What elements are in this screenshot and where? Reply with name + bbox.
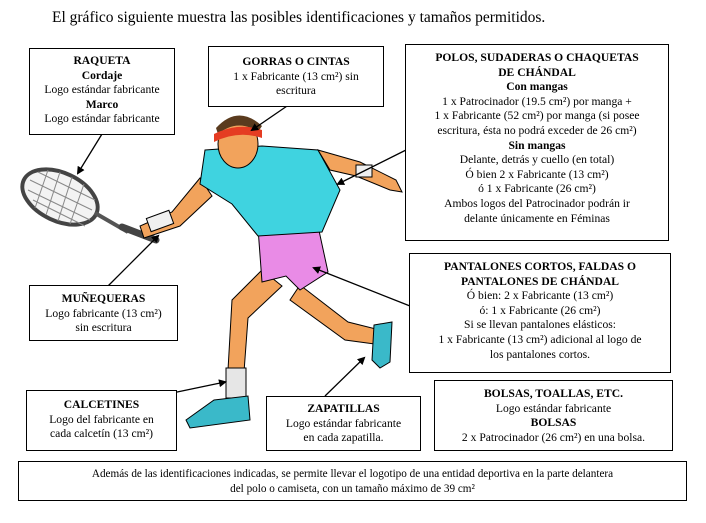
- racket-icon: [20, 167, 160, 244]
- gorras-line-1: 1 x Fabricante (13 cm²) sin: [233, 69, 359, 83]
- player-figure: [139, 115, 403, 429]
- polos-sub-con-mangas: Con mangas: [506, 80, 568, 94]
- munequeras-title: MUÑEQUERAS: [61, 292, 146, 305]
- zapatillas-line-2: en cada zapatilla.: [303, 431, 384, 445]
- bolsas-sub: BOLSAS: [530, 416, 577, 430]
- calcetines-line-1: Logo del fabricante en: [49, 412, 154, 426]
- polos-line-8: delante únicamente en Féminas: [464, 211, 610, 225]
- pantalones-line-1: Ó bien: 2 x Fabricante (13 cm²): [466, 289, 614, 303]
- munequeras-line-2: sin escritura: [75, 321, 132, 335]
- raqueta-line-2: Logo estándar fabricante: [44, 112, 160, 126]
- gorras-line-2: escritura: [276, 84, 316, 98]
- polos-sub-sin-mangas: Sin mangas: [508, 138, 566, 152]
- pantalones-title-2: PANTALONES DE CHÁNDAL: [460, 274, 620, 288]
- calcetines-title: CALCETINES: [63, 398, 140, 411]
- polos-line-6: ó 1 x Fabricante (26 cm²): [478, 182, 596, 196]
- calcetines-box: CALCETINES Logo del fabricante en cada c…: [26, 390, 177, 451]
- raqueta-sub-cordaje: Cordaje: [81, 68, 123, 82]
- raqueta-sub-marco: Marco: [85, 97, 119, 111]
- pantalones-line-2: ó: 1 x Fabricante (26 cm²): [479, 303, 601, 317]
- bolsas-box: BOLSAS, TOALLAS, ETC. Logo estándar fabr…: [434, 380, 673, 451]
- zapatillas-box: ZAPATILLAS Logo estándar fabricante en c…: [266, 396, 421, 451]
- polos-title-2: DE CHÁNDAL: [498, 65, 576, 79]
- footer-line-1: Además de las identificaciones indicadas…: [91, 468, 614, 480]
- polos-box: POLOS, SUDADERAS O CHAQUETAS DE CHÁNDAL …: [405, 44, 669, 241]
- bolsas-title: BOLSAS, TOALLAS, ETC.: [483, 387, 624, 400]
- polos-line-2: 1 x Fabricante (52 cm²) por manga (si po…: [434, 109, 640, 123]
- raqueta-box: RAQUETA Cordaje Logo estándar fabricante…: [29, 48, 175, 135]
- polos-title-1: POLOS, SUDADERAS O CHAQUETAS: [435, 51, 639, 64]
- pantalones-title-1: PANTALONES CORTOS, FALDAS O: [444, 260, 636, 273]
- polos-line-5: Ó bien 2 x Fabricante (13 cm²): [465, 167, 609, 181]
- pantalones-line-4: 1 x Fabricante (13 cm²) adicional al log…: [438, 332, 642, 346]
- raqueta-line-1: Logo estándar fabricante: [44, 83, 160, 97]
- munequeras-box: MUÑEQUERAS Logo fabricante (13 cm²) sin …: [29, 285, 178, 341]
- gorras-box: GORRAS O CINTAS 1 x Fabricante (13 cm²) …: [208, 46, 384, 107]
- pantalones-line-5: los pantalones cortos.: [489, 347, 591, 361]
- raqueta-title: RAQUETA: [73, 54, 131, 67]
- munequeras-line-1: Logo fabricante (13 cm²): [45, 306, 162, 320]
- pantalones-box: PANTALONES CORTOS, FALDAS O PANTALONES D…: [409, 253, 671, 373]
- pantalones-line-3: Si se llevan pantalones elásticos:: [464, 318, 616, 332]
- zapatillas-title: ZAPATILLAS: [307, 402, 380, 415]
- polos-line-1: 1 x Patrocinador (19.5 cm²) por manga +: [442, 94, 632, 108]
- gorras-title: GORRAS O CINTAS: [242, 55, 350, 68]
- polos-line-4: Delante, detrás y cuello (en total): [459, 153, 615, 167]
- zapatillas-line-1: Logo estándar fabricante: [285, 416, 402, 430]
- calcetines-line-2: cada calcetín (13 cm²): [50, 427, 153, 441]
- polos-line-3: escritura, ésta no podrá exceder de 26 c…: [437, 123, 637, 137]
- bolsas-line-2: 2 x Patrocinador (26 cm²) en una bolsa.: [461, 430, 646, 444]
- polos-line-7: Ambos logos del Patrocinador podrán ir: [444, 196, 630, 210]
- intro-text: El gráfico siguiente muestra las posible…: [52, 9, 546, 26]
- bolsas-line-1: Logo estándar fabricante: [495, 401, 612, 415]
- footer-line-2: del polo o camiseta, con un tamaño máxim…: [230, 482, 475, 495]
- footer-note-box: Además de las identificaciones indicadas…: [18, 461, 687, 501]
